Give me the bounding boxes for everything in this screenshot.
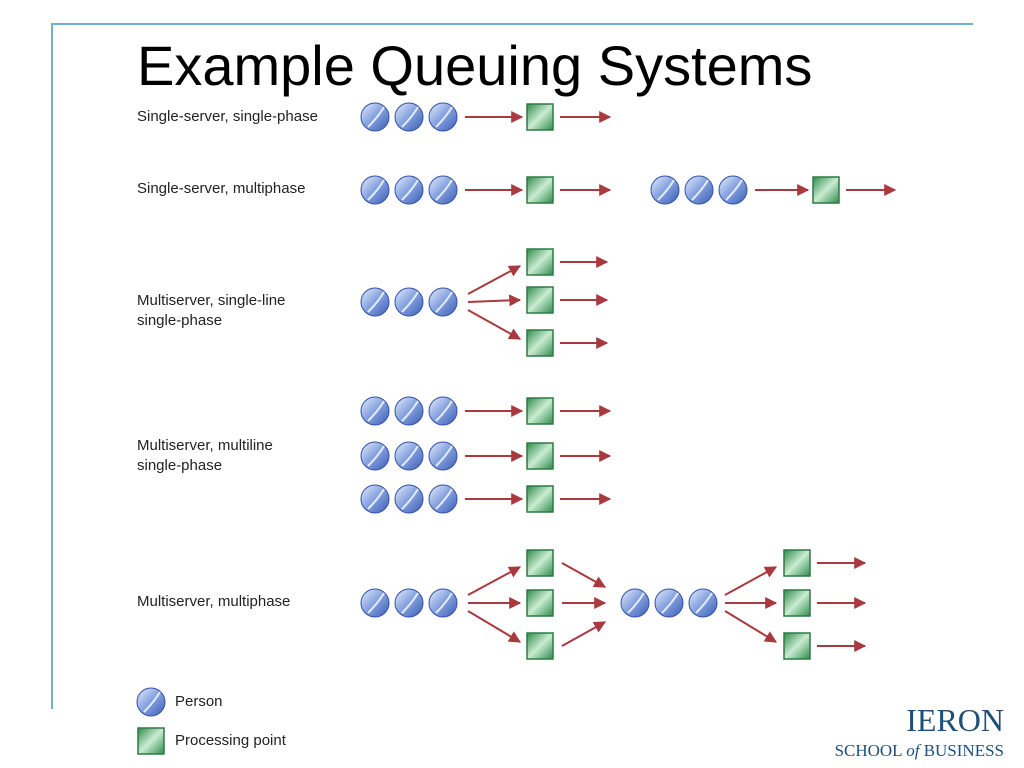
person-icon-highlight	[657, 179, 675, 201]
person-icon	[394, 396, 424, 426]
person-icon	[394, 102, 424, 132]
flow-arrow	[561, 562, 607, 588]
person-icon-highlight	[435, 179, 453, 201]
person-icon	[428, 396, 458, 426]
flow-arrow	[467, 566, 522, 596]
person-icon-highlight	[435, 106, 453, 128]
processing-point-icon	[812, 176, 840, 204]
processing-point-icon	[526, 103, 554, 131]
person-icon-highlight	[367, 400, 385, 422]
person-icon-highlight	[367, 179, 385, 201]
person-icon	[360, 175, 390, 205]
person-icon-highlight	[401, 400, 419, 422]
person-icon-highlight	[401, 488, 419, 510]
person-icon-highlight	[367, 445, 385, 467]
processing-point-icon	[137, 727, 165, 755]
person-icon	[394, 175, 424, 205]
processing-point-icon	[526, 248, 554, 276]
person-icon-highlight	[435, 291, 453, 313]
row-label-single-server-single-phase: Single-server, single-phase	[137, 108, 318, 125]
person-icon	[654, 588, 684, 618]
flow-arrow	[467, 294, 522, 307]
flow-arrow	[467, 309, 522, 340]
person-icon-highlight	[367, 106, 385, 128]
person-icon	[360, 441, 390, 471]
person-icon-highlight	[401, 179, 419, 201]
processing-point-icon	[526, 549, 554, 577]
flow-arrow	[467, 610, 522, 643]
person-icon-highlight	[435, 445, 453, 467]
legend-person-label: Person	[175, 693, 223, 710]
flow-arrow	[561, 621, 607, 647]
slide-frame-left	[51, 23, 53, 709]
flow-arrow	[724, 610, 778, 643]
person-icon	[394, 287, 424, 317]
person-icon	[360, 484, 390, 514]
person-icon-highlight	[661, 592, 679, 614]
processing-point-icon	[526, 176, 554, 204]
legend-processing-point-label: Processing point	[175, 732, 286, 749]
flow-arrow	[467, 265, 522, 295]
person-icon	[394, 484, 424, 514]
processing-point-icon	[783, 589, 811, 617]
person-icon	[394, 441, 424, 471]
person-icon-highlight	[401, 106, 419, 128]
person-icon	[136, 687, 166, 717]
logo-line-2: SCHOOL of BUSINESS	[834, 741, 1004, 760]
person-icon	[428, 588, 458, 618]
logo-line-1: IERON	[906, 702, 1004, 738]
person-icon	[428, 175, 458, 205]
processing-point-icon	[526, 485, 554, 513]
person-icon-highlight	[435, 488, 453, 510]
row-label-multiserver-multiline: Multiserver, multiline single-phase	[137, 437, 273, 474]
person-icon	[428, 287, 458, 317]
person-icon-highlight	[367, 488, 385, 510]
person-icon-highlight	[627, 592, 645, 614]
person-icon-highlight	[401, 592, 419, 614]
person-icon-highlight	[367, 592, 385, 614]
row-label-multiserver-single-line: Multiserver, single-line single-phase	[137, 292, 286, 329]
processing-point-icon	[526, 589, 554, 617]
person-icon	[428, 484, 458, 514]
person-icon-highlight	[143, 691, 161, 713]
person-icon	[360, 102, 390, 132]
person-icon-highlight	[435, 592, 453, 614]
person-icon-highlight	[401, 291, 419, 313]
person-icon-highlight	[691, 179, 709, 201]
person-icon	[394, 588, 424, 618]
person-icon	[360, 396, 390, 426]
person-icon-highlight	[367, 291, 385, 313]
person-icon-highlight	[435, 400, 453, 422]
school-logo: IERON SCHOOL of BUSINESS	[820, 702, 1010, 766]
slide-title: Example Queuing Systems	[137, 34, 813, 97]
person-icon-highlight	[725, 179, 743, 201]
person-icon	[688, 588, 718, 618]
processing-point-icon	[526, 329, 554, 357]
person-icon	[428, 441, 458, 471]
person-icon	[620, 588, 650, 618]
processing-point-icon	[783, 632, 811, 660]
row-label-multiserver-multiphase: Multiserver, multiphase	[137, 593, 291, 610]
processing-point-icon	[783, 549, 811, 577]
processing-point-icon	[526, 397, 554, 425]
row-label-single-server-multiphase: Single-server, multiphase	[137, 180, 306, 197]
person-icon	[360, 588, 390, 618]
slide-frame-top	[51, 23, 973, 25]
person-icon-highlight	[695, 592, 713, 614]
person-icon	[428, 102, 458, 132]
processing-point-icon	[526, 632, 554, 660]
flow-arrow	[724, 566, 778, 596]
person-icon	[718, 175, 748, 205]
person-icon	[360, 287, 390, 317]
person-icon	[650, 175, 680, 205]
person-icon	[684, 175, 714, 205]
processing-point-icon	[526, 442, 554, 470]
person-icon-highlight	[401, 445, 419, 467]
processing-point-icon	[526, 286, 554, 314]
